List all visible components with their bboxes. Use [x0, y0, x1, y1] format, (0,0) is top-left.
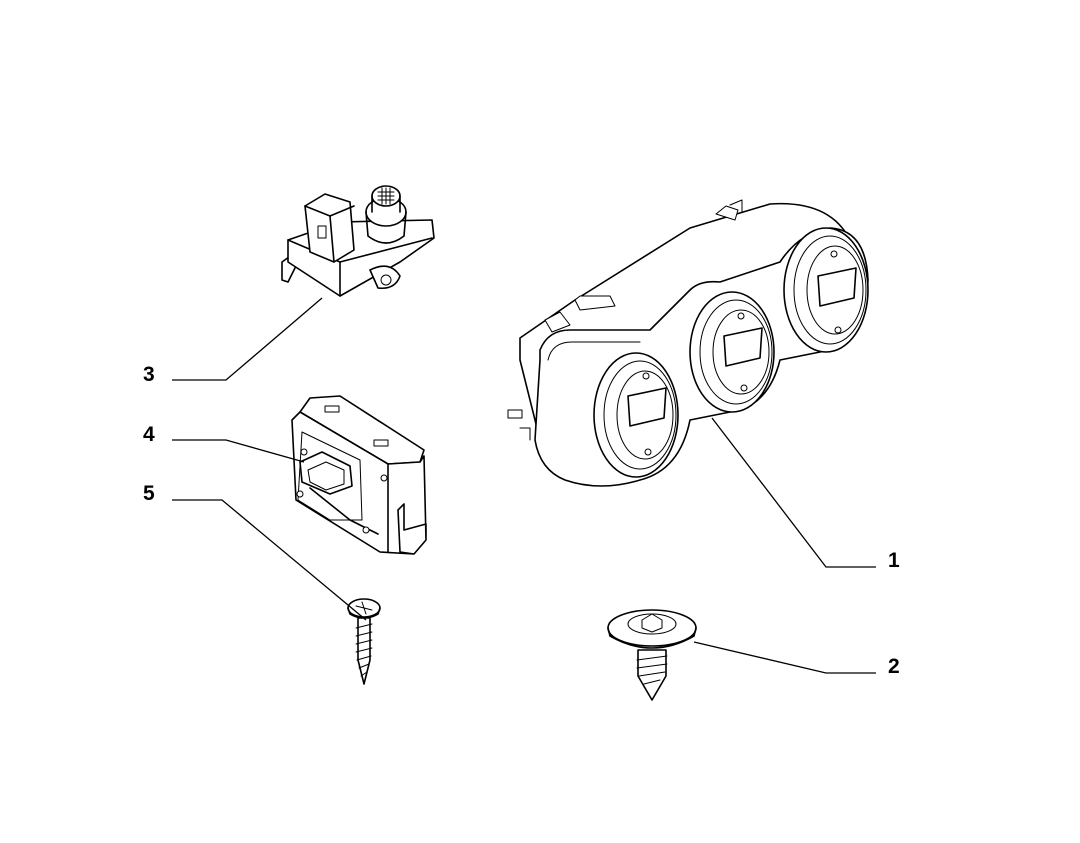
part-3-control-module[interactable]: [281, 185, 435, 297]
part-2-flange-screw[interactable]: [607, 609, 697, 701]
leader-line-3: [172, 297, 323, 381]
callout-2: 2: [888, 655, 900, 678]
callout-5: 5: [143, 482, 155, 505]
part-1-control-panel[interactable]: [507, 199, 869, 487]
leader-line-2: [693, 641, 876, 674]
leader-line-1: [711, 417, 876, 568]
callout-3: 3: [143, 363, 155, 386]
leader-lines: [172, 297, 876, 674]
part-4-connector-bracket[interactable]: [291, 395, 427, 555]
leader-line-4: [172, 439, 305, 463]
callout-1: 1: [888, 549, 900, 572]
callout-4: 4: [143, 423, 155, 446]
part-5-screw[interactable]: [347, 598, 381, 685]
leader-line-5: [172, 499, 367, 621]
